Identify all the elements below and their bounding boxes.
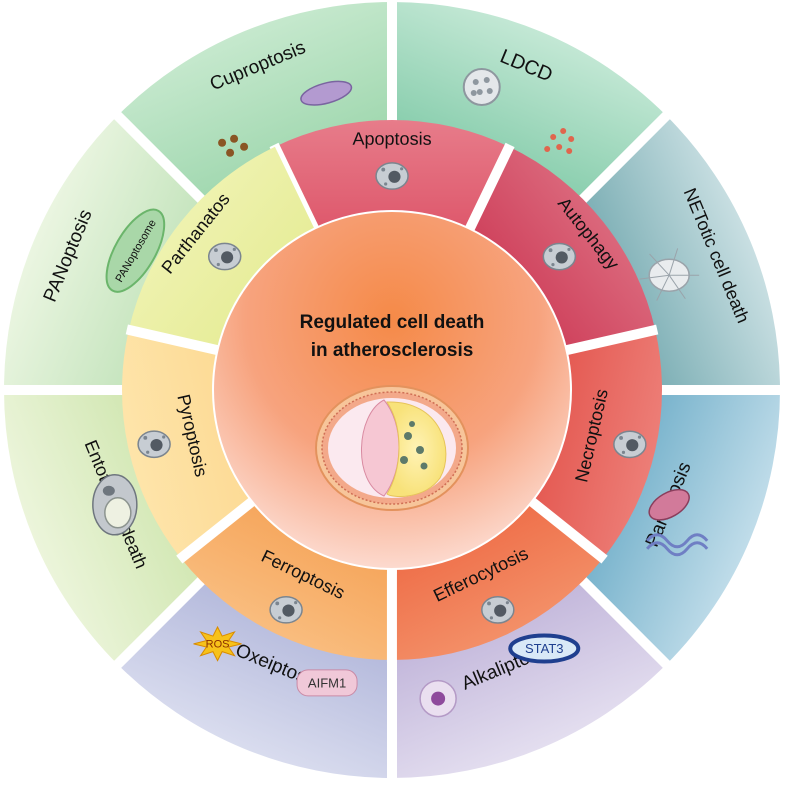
red-particle-icon <box>556 144 562 150</box>
center-title-line2: in atherosclerosis <box>311 340 474 361</box>
stat3-label: STAT3 <box>525 641 564 656</box>
inner-label-apoptosis: Apoptosis <box>353 129 432 149</box>
artery-cross-section-icon <box>316 386 468 510</box>
lysosome-icon <box>464 69 500 105</box>
red-particle-icon <box>560 128 566 134</box>
red-particle-icon <box>550 134 556 140</box>
aifm1-label: AIFM1 <box>308 675 346 690</box>
parthanatos-cell-icon <box>209 243 241 269</box>
red-particle-icon <box>568 136 574 142</box>
pyroptotic-cell-icon <box>138 431 170 457</box>
ferroptotic-cell-icon <box>270 597 302 623</box>
stat3-icon: STAT3 <box>510 635 578 661</box>
entotic-cell-icon <box>93 475 137 535</box>
ros-burst-icon: ROS <box>194 627 242 661</box>
red-particle-icon <box>566 148 572 154</box>
copper-ion-icon <box>240 143 248 151</box>
red-particle-icon <box>544 146 550 152</box>
ros-label: ROS <box>206 639 230 651</box>
autophagosome-icon <box>543 243 575 269</box>
macrophage-icon <box>482 597 514 623</box>
alkaliptotic-cell-icon <box>420 681 456 717</box>
copper-ion-icon <box>230 135 238 143</box>
copper-ion-icon <box>226 149 234 157</box>
copper-ion-icon <box>218 139 226 147</box>
center-title-line1: Regulated cell death <box>300 312 485 333</box>
aifm1-icon: AIFM1 <box>297 670 357 696</box>
apoptotic-cell-icon <box>376 163 408 189</box>
necroptotic-cell-icon <box>614 431 646 457</box>
